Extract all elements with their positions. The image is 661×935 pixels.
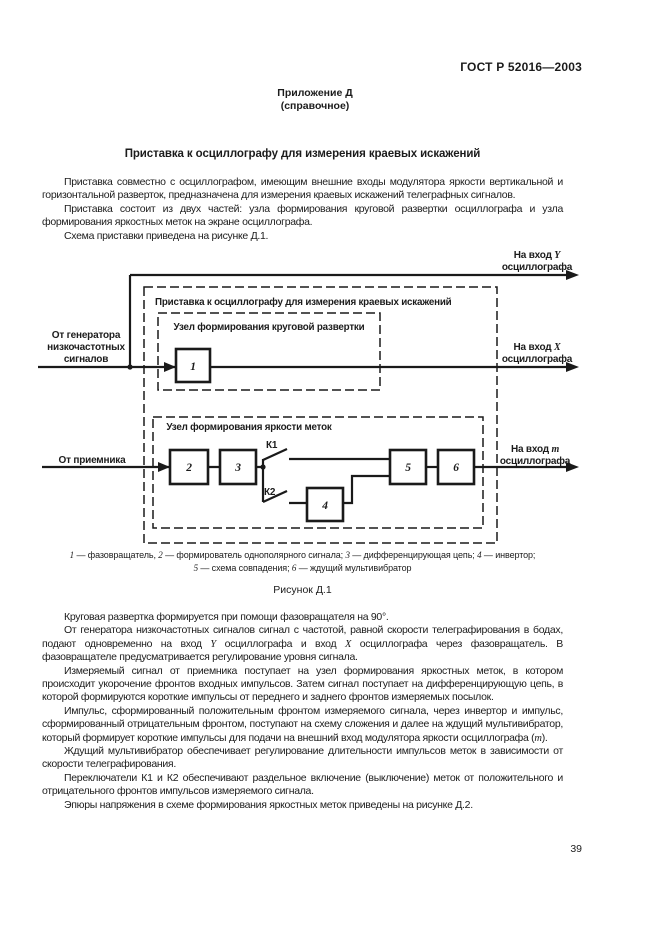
k1-switch-blade	[262, 448, 288, 461]
block-2	[168, 448, 210, 486]
paragraph: Импульс, сформированный положительным фр…	[42, 704, 563, 744]
paragraph: Приставка совместно с осциллографом, име…	[42, 176, 563, 202]
block-1-number: 1	[190, 361, 196, 373]
paragraph: Схема приставки приведена на рисунке Д.1…	[64, 229, 269, 242]
unit1-label: Узел формирования круговой развертки	[174, 322, 365, 333]
arrowhead-block1-input	[164, 362, 176, 372]
dashed-frames	[143, 286, 498, 544]
inverter-output-line	[343, 474, 392, 505]
body-text: Круговая развертка формируется при помощ…	[42, 611, 563, 812]
page-title: Приставка к осциллографу для измерения к…	[124, 148, 481, 160]
block-4-number: 4	[321, 500, 328, 512]
paragraph: Приставка состоит из двух частей: узла ф…	[42, 202, 563, 229]
input-receiver-label: От приемника	[59, 455, 127, 466]
signal-lines	[38, 273, 567, 505]
block-6-number: 6	[453, 462, 459, 474]
function-blocks	[168, 347, 476, 523]
arrowhead-x-output	[566, 362, 579, 372]
arrowhead-block2-input	[158, 462, 170, 472]
device-frame	[143, 286, 498, 544]
k2-switch-blade	[262, 490, 288, 503]
block-2-number: 2	[185, 462, 192, 474]
standard-number: ГОСТ Р 52016—2003	[460, 60, 582, 74]
block-1	[174, 347, 212, 384]
figure-caption-line1: 1 — фазовращатель, 2 — формирователь одн…	[69, 550, 536, 560]
junction-dot	[260, 464, 266, 470]
block-5	[388, 448, 428, 486]
block-3	[218, 448, 258, 486]
appendix-heading: Приложение Д (справочное)	[42, 87, 588, 113]
figure-number: Рисунок Д.1	[273, 584, 332, 596]
arrowhead-y-output	[566, 270, 579, 280]
block-3-number: 3	[234, 462, 241, 474]
figure-diagram: 1 2 3 4 5 6 Приставка к осциллографу для…	[38, 250, 579, 544]
input-generator-label-line2: низкочастотных	[47, 342, 125, 353]
paragraph: От генератора низкочастотных сигналов си…	[42, 624, 563, 664]
unit2-label: Узел формирования яркости меток	[166, 422, 332, 433]
paragraph: Переключатели К1 и К2 обеспечивают разде…	[42, 771, 563, 798]
switch-k2-label: К2	[264, 487, 276, 498]
unit1-frame	[157, 312, 381, 391]
figure-caption: 1 — фазовращатель, 2 — формирователь одн…	[42, 549, 563, 574]
arrowheads	[127, 270, 579, 472]
output-y-label-line2: осциллографа	[502, 261, 573, 273]
paragraph: Круговая развертка формируется при помощ…	[64, 611, 389, 623]
arrowhead-m-output	[566, 462, 579, 472]
paragraph: Измеряемый сигнал от приемника поступает…	[42, 664, 563, 704]
block-4	[305, 486, 345, 523]
input-generator-label-line1: От генератора	[52, 330, 121, 341]
output-m-label-line2: осциллографа	[500, 455, 571, 467]
paragraph: Ждущий мультивибратор обеспечивает регул…	[42, 745, 563, 771]
appendix-title: Приложение Д	[277, 87, 353, 99]
junction-dot	[127, 364, 133, 370]
input-generator-label-line3: сигналов	[64, 354, 108, 365]
output-x-label-line2: осциллографа	[502, 353, 573, 365]
figure-caption-line2: 5 — схема совпадения; 6 — ждущий мультив…	[193, 562, 412, 573]
switch-k1-label: К1	[266, 440, 278, 451]
page-number: 39	[570, 843, 582, 855]
appendix-note: (справочное)	[280, 100, 350, 112]
paragraph: Эпюры напряжения в схеме формирования яр…	[64, 798, 473, 811]
output-x-label: На вход X	[513, 342, 561, 353]
unit2-frame	[152, 416, 484, 529]
block-5-number: 5	[405, 462, 411, 474]
intro-text: Приставка совместно с осциллографом, име…	[42, 176, 563, 243]
device-frame-label: Приставка к осциллографу для измерения к…	[155, 297, 452, 308]
block-6	[436, 448, 476, 486]
output-m-label: На вход m	[511, 444, 560, 455]
output-y-label: На вход Y	[514, 250, 562, 261]
